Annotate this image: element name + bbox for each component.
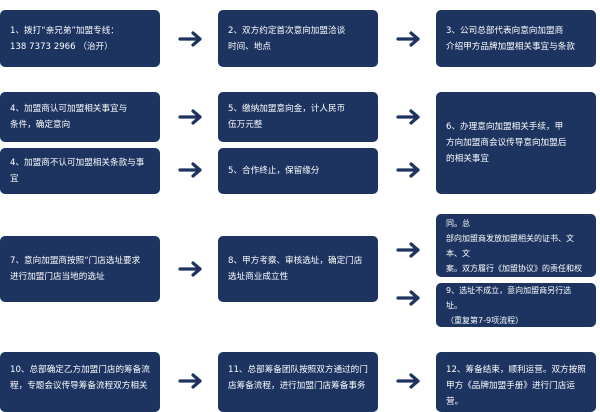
step-1-box: 1、拨打“亲兄弟”加盟专线： 138 7373 2966 （治开） bbox=[0, 10, 160, 67]
step-6-box: 6、办理意向加盟相关手续，甲 方向加盟商会议传导意向加盟后 的相关事宜 bbox=[436, 92, 596, 194]
step-11-text: 11、总部筹备团队按照双方通过的门 店筹备流程，进行加盟门店筹备事务 bbox=[228, 365, 368, 391]
step-4a-text: 4、加盟商认可加盟相关事宜与 条件，确定意向 bbox=[10, 104, 128, 130]
step-2-text: 2、双方约定首次意向加盟洽谈 时间、地点 bbox=[228, 25, 346, 52]
right-arrow-icon bbox=[178, 260, 204, 278]
right-arrow-icon bbox=[396, 372, 422, 390]
right-arrow-icon bbox=[396, 241, 422, 259]
step-5b-text: 5、合作终止，保留缘分 bbox=[228, 166, 320, 176]
step-8-text: 8、甲方考察、审核选址，确定门店 选址商业成立性 bbox=[228, 256, 363, 282]
step-5a-box: 5、缴纳加盟意向金，计人民币 伍万元整 bbox=[218, 92, 378, 142]
step-4b-text: 4、加盟商不认可加盟相关条款与事宜 bbox=[10, 158, 145, 184]
step-7-box: 7、意向加盟商按照“门店选址要求 进行加盟门店当地的选址 bbox=[0, 236, 160, 302]
step-10-box: 10、总部确定乙方加盟门店的筹备流 程，专题会议传导筹备流程双方相关 bbox=[0, 352, 160, 412]
step-3-box: 3、公司总部代表向意向加盟商 介绍甲方品牌加盟相关事宜与条款 bbox=[436, 10, 596, 67]
step-12-text: 12、筹备结束，顺利运营。双方按照 甲方《品牌加盟手册》进行门店运营。 bbox=[446, 365, 586, 407]
step-3-text: 3、公司总部代表向意向加盟商 介绍甲方品牌加盟相关事宜与条款 bbox=[446, 25, 575, 52]
step-1-text: 1、拨打“亲兄弟”加盟专线： 138 7373 2966 （治开） bbox=[10, 25, 119, 52]
right-arrow-icon bbox=[396, 108, 422, 126]
right-arrow-icon bbox=[178, 30, 204, 48]
step-4b-box: 4、加盟商不认可加盟相关条款与事宜 bbox=[0, 148, 160, 194]
right-arrow-icon bbox=[178, 372, 204, 390]
step-9b-text: 9、选址不成立，意向加盟商另行选址。 （重复第7-9项流程） bbox=[446, 285, 572, 325]
step-5b-box: 5、合作终止，保留缘分 bbox=[218, 148, 378, 194]
step-11-box: 11、总部筹备团队按照双方通过的门 店筹备流程，进行加盟门店筹备事务 bbox=[218, 352, 378, 412]
right-arrow-icon bbox=[396, 289, 422, 307]
step-10-text: 10、总部确定乙方加盟门店的筹备流 程，专题会议传导筹备流程双方相关 bbox=[10, 365, 150, 391]
right-arrow-icon bbox=[396, 30, 422, 48]
step-4a-box: 4、加盟商认可加盟相关事宜与 条件，确定意向 bbox=[0, 92, 160, 142]
right-arrow-icon bbox=[178, 161, 204, 179]
step-7-text: 7、意向加盟商按照“门店选址要求 进行加盟门店当地的选址 bbox=[10, 256, 141, 282]
step-9a-box: 9、选址成立，双方签订正式加盟合同。总 部向加盟商发放加盟相关的证书、文本、文 … bbox=[436, 204, 596, 288]
step-9b-box: 9、选址不成立，意向加盟商另行选址。 （重复第7-9项流程） bbox=[436, 283, 596, 327]
step-12-box: 12、筹备结束，顺利运营。双方按照 甲方《品牌加盟手册》进行门店运营。 bbox=[436, 352, 596, 412]
step-5a-text: 5、缴纳加盟意向金，计人民币 伍万元整 bbox=[228, 104, 346, 130]
right-arrow-icon bbox=[178, 108, 204, 126]
step-9a-text: 9、选址成立，双方签订正式加盟合同。总 部向加盟商发放加盟相关的证书、文本、文 … bbox=[446, 203, 582, 288]
step-2-box: 2、双方约定首次意向加盟洽谈 时间、地点 bbox=[218, 10, 378, 67]
step-6-text: 6、办理意向加盟相关手续，甲 方向加盟商会议传导意向加盟后 的相关事宜 bbox=[446, 122, 567, 164]
right-arrow-icon bbox=[396, 161, 422, 179]
step-8-box: 8、甲方考察、审核选址，确定门店 选址商业成立性 bbox=[218, 236, 378, 302]
